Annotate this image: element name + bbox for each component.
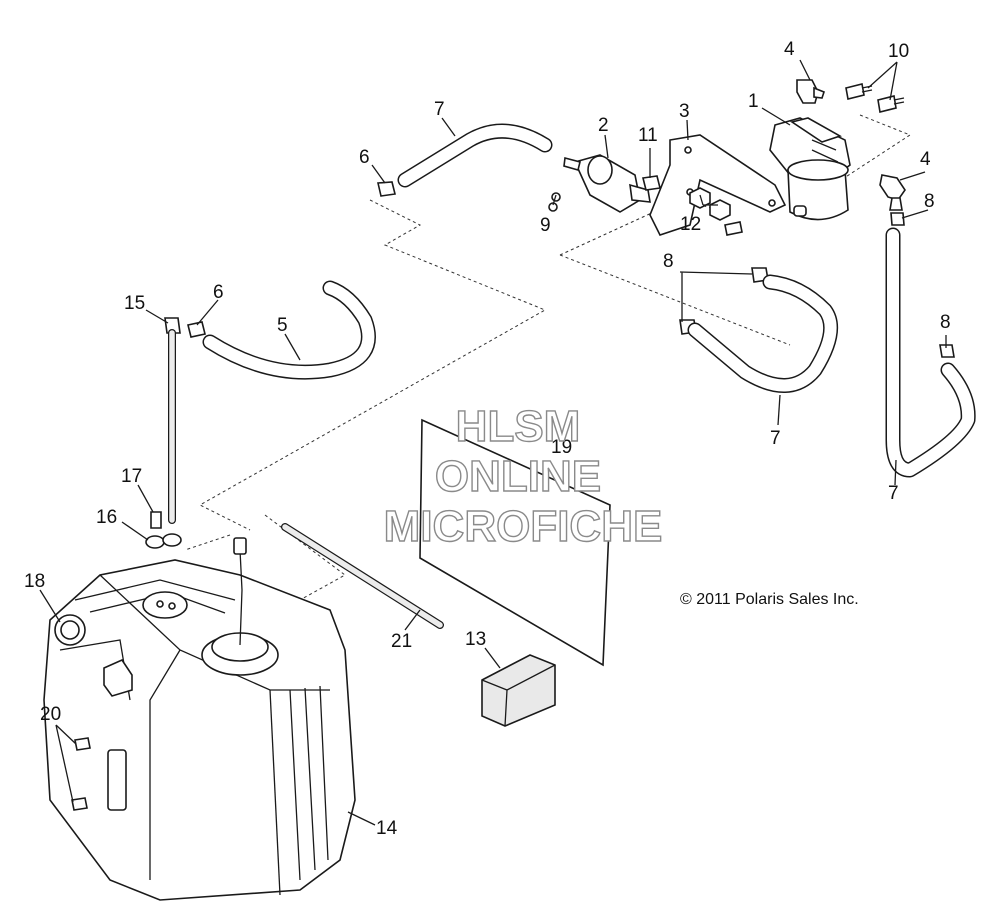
callout-15: 15 — [124, 293, 145, 314]
callout-6-upper: 6 — [359, 147, 370, 168]
inline-fuel-filter-part-2 — [563, 154, 651, 213]
callout-3: 3 — [679, 101, 690, 122]
callout-7-middle: 7 — [770, 428, 781, 449]
watermark: HLSM ONLINE MICROFICHE — [383, 401, 663, 551]
hose-clamp-part-8 — [679, 212, 955, 358]
callout-8-middle: 8 — [663, 251, 674, 272]
elbow-fitting-part-4-upper — [796, 79, 825, 104]
elbow-fitting-part-4-right — [879, 174, 906, 211]
callout-12: 12 — [680, 214, 701, 235]
vent-hose-part-5 — [202, 280, 376, 380]
fuel-hose-part-7-middle — [687, 274, 839, 393]
watermark-line-3: MICROFICHE — [384, 502, 663, 551]
callout-1: 1 — [748, 91, 759, 112]
callout-labels: 1 2 3 4 4 5 6 6 7 7 7 8 8 8 9 10 11 12 1… — [24, 39, 951, 839]
panel-part-19 — [419, 418, 611, 667]
callout-4-right: 4 — [920, 149, 931, 170]
fuel-hose-part-7-upper — [397, 123, 553, 188]
callout-8-right-lower: 8 — [940, 312, 951, 333]
copyright-text: © 2011 Polaris Sales Inc. — [680, 591, 859, 608]
callout-7-right: 7 — [888, 483, 899, 504]
watermark-line-1: HLSM — [456, 402, 581, 451]
fuel-sender-wire — [233, 537, 247, 646]
callout-21: 21 — [391, 631, 412, 652]
grommet-part-16 — [145, 533, 182, 549]
hose-clamp-part-6 — [187, 181, 396, 338]
callout-19: 19 — [551, 437, 572, 458]
callout-18: 18 — [24, 571, 45, 592]
mounting-bracket-part-3 — [649, 134, 787, 236]
fuel-tank-part-14 — [43, 559, 356, 901]
callout-8-right-upper: 8 — [924, 191, 935, 212]
callout-20: 20 — [40, 704, 61, 725]
callout-5: 5 — [277, 315, 288, 336]
callout-2: 2 — [598, 115, 609, 136]
vent-fitting-part-15 — [164, 317, 181, 524]
callout-6-left: 6 — [213, 282, 224, 303]
callout-10: 10 — [888, 41, 909, 62]
screws-part-20 — [71, 737, 91, 811]
box-part-13 — [481, 654, 556, 727]
rod-part-21 — [281, 523, 444, 629]
leader-lines — [39, 59, 947, 826]
bolts-part-10 — [845, 83, 905, 113]
watermark-line-2: ONLINE — [435, 452, 601, 501]
callout-13: 13 — [465, 629, 486, 650]
callout-7-upper: 7 — [434, 99, 445, 120]
fuel-hose-part-7-right — [885, 227, 976, 478]
callout-11: 11 — [638, 125, 658, 146]
callout-16: 16 — [96, 507, 117, 528]
fuel-cap-part-18 — [54, 614, 86, 646]
callout-17: 17 — [121, 466, 142, 487]
check-valve-part-17 — [150, 511, 162, 529]
callout-9: 9 — [540, 215, 551, 236]
callout-14: 14 — [376, 818, 398, 839]
fuel-filter-part-1 — [769, 117, 851, 221]
callout-4-upper: 4 — [784, 39, 795, 60]
